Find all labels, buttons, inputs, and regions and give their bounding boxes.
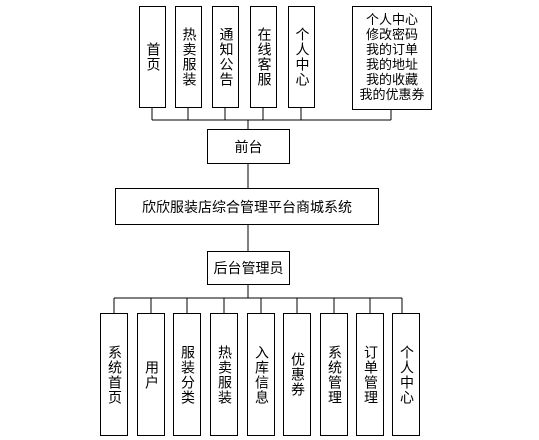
back-module-coupons: 优惠券 [283,313,311,436]
system-node-label: 欣欣服装店综合管理平台商城系统 [142,199,352,216]
back-module-hot-clothing: 热卖服装 [210,313,238,436]
back-module-label: 入库信息 [253,344,269,405]
front-module-home: 首页 [139,6,166,108]
back-module-clothing-categories: 服装分类 [173,313,201,436]
back-module-label: 订单管理 [362,344,378,405]
back-module-label: 用户 [143,359,159,390]
back-module-label: 热卖服装 [216,344,232,405]
back-module-label: 系统首页 [106,344,122,405]
back-module-inbound-info: 入库信息 [247,313,275,436]
front-node: 前台 [207,129,290,164]
back-module-users: 用户 [137,313,165,436]
back-module-system-management: 系统管理 [320,313,348,436]
back-module-label: 优惠券 [289,352,305,397]
front-module-hot-clothing: 热卖服装 [175,6,202,108]
personal-center-item: 我的订单 [365,43,418,58]
front-module-notices: 通知公告 [212,6,239,108]
back-module-label: 系统管理 [326,344,342,405]
front-module-personal-center: 个人中心 [288,6,315,108]
front-node-label: 前台 [234,139,263,156]
back-module-order-management: 订单管理 [356,313,384,436]
front-module-label: 热卖服装 [180,27,197,87]
personal-center-items-box: 个人中心 修改密码 我的订单 我的地址 我的收藏 我的优惠券 [352,6,432,110]
front-module-label: 首页 [144,42,161,72]
admin-node: 后台管理员 [207,251,290,285]
admin-node-label: 后台管理员 [213,261,284,277]
personal-center-item: 个人中心 [365,13,418,28]
back-module-system-home: 系统首页 [100,313,128,436]
front-module-online-service: 在线客服 [250,6,277,108]
back-module-label: 个人中心 [398,344,414,405]
back-module-personal-center: 个人中心 [392,313,420,436]
personal-center-item: 我的收藏 [365,73,418,88]
front-module-label: 个人中心 [293,27,310,87]
front-module-label: 在线客服 [255,27,272,87]
personal-center-item: 修改密码 [365,28,418,43]
personal-center-item: 我的地址 [365,58,418,73]
system-node: 欣欣服装店综合管理平台商城系统 [115,188,379,225]
front-module-label: 通知公告 [217,27,234,87]
back-module-label: 服装分类 [179,344,195,405]
personal-center-item: 我的优惠券 [359,88,425,103]
